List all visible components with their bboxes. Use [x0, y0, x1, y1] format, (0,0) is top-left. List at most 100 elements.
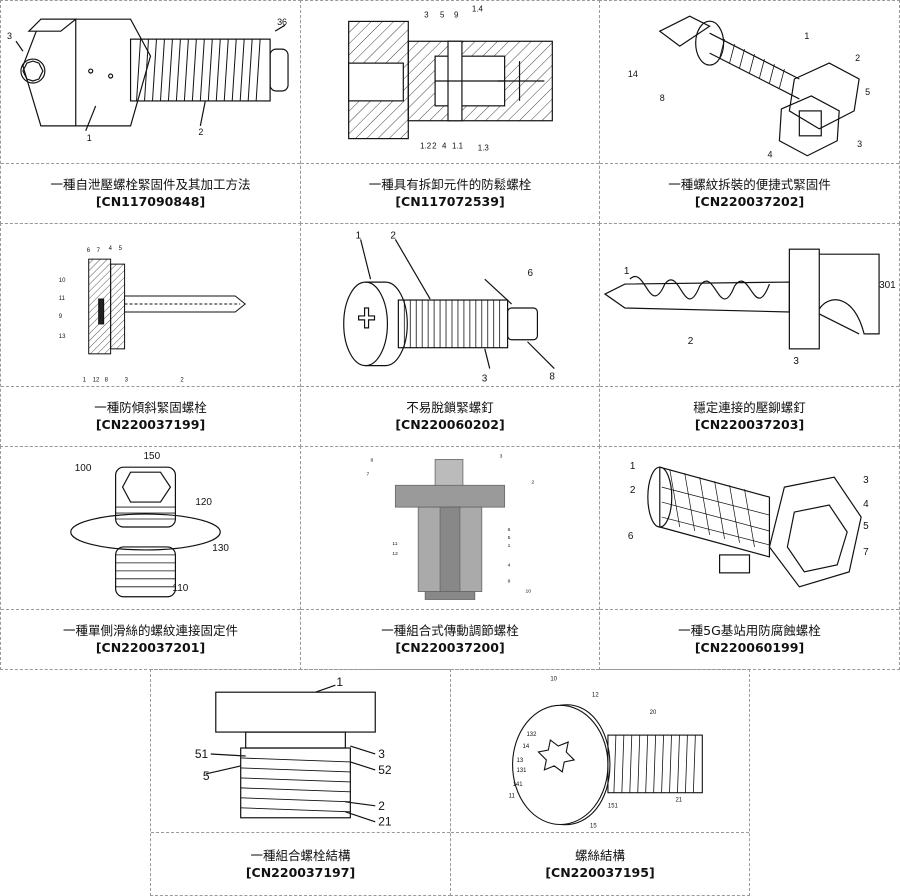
callout-label: 5 — [119, 246, 123, 252]
callout-label: 36 — [277, 17, 287, 27]
patent-figure: 3 5 9 1.4 1.2 2 4 1.1 1.3 — [301, 1, 599, 164]
callout-label: 5 — [508, 535, 511, 541]
callout-label: 11 — [509, 794, 516, 800]
bolt-drawing-single-side: 100 150 120 130 110 — [70, 451, 229, 598]
callout-label: 13 — [517, 758, 524, 764]
patent-number: [CN220037199] — [95, 417, 206, 432]
callout-label: 14 — [523, 744, 530, 750]
callout-label: 7 — [367, 471, 370, 477]
callout-label: 1.1 — [452, 142, 464, 151]
callout-label: 1 — [508, 543, 511, 549]
patent-card-8: 8 7 3 2 11 12 6 5 1 4 9 10 一種組合式傳動調節螺栓 [… — [300, 446, 600, 670]
callout-label: 5 — [440, 10, 445, 19]
callout-label: 130 — [212, 543, 229, 554]
patent-title: 一種組合式傳動調節螺栓 — [381, 623, 519, 638]
patent-card-5: 1 2 6 3 8 不易脫鎖緊螺釘 [CN220060202] — [300, 223, 600, 447]
callout-label: 21 — [378, 815, 392, 829]
callout-label: 52 — [378, 763, 392, 777]
bolt-drawing-pressure-relief: 3 1 2 36 — [7, 17, 289, 143]
patent-title: 一種單側滑絲的螺紋連接固定件 — [62, 623, 238, 638]
callout-label: 2 — [180, 378, 184, 384]
callout-label: 12 — [93, 378, 100, 384]
patent-title: 一種自泄壓螺栓緊固件及其加工方法 — [50, 177, 251, 192]
callout-label: 2 — [688, 336, 694, 347]
patent-title: 一種5G基站用防腐蝕螺栓 — [678, 623, 821, 638]
callout-label: 3 — [378, 747, 385, 761]
bolt-drawing-anti-tilt: 6 7 4 5 10 11 9 13 1 12 8 3 2 — [59, 246, 246, 384]
patent-caption: 一種5G基站用防腐蝕螺栓 [CN220060199] — [600, 609, 899, 669]
callout-label: 4 — [767, 150, 772, 160]
bolt-drawing-5g-anticorrosion: 1 2 3 4 5 6 7 — [628, 461, 869, 588]
patent-figure: 10 12 20 132 14 13 131 141 11 151 15 21 — [451, 670, 749, 833]
callout-label: 9 — [508, 579, 511, 585]
patent-figure: 6 7 4 5 10 11 9 13 1 12 8 3 2 — [1, 224, 300, 387]
callout-label: 141 — [513, 782, 524, 788]
callout-label: 4 — [109, 246, 113, 252]
callout-label: 12 — [392, 551, 398, 557]
callout-label: 6 — [628, 531, 634, 542]
patent-card-7: 100 150 120 130 110 一種單側滑絲的螺紋連接固定件 [CN22… — [0, 446, 301, 670]
callout-label: 3 — [500, 453, 503, 459]
callout-label: 2 — [378, 799, 385, 813]
callout-label: 100 — [75, 463, 92, 474]
callout-label: 3 — [857, 139, 862, 149]
callout-label: 3 — [793, 356, 799, 367]
callout-label: 3 — [125, 378, 129, 384]
callout-label: 1 — [336, 675, 343, 689]
patent-caption: 不易脫鎖緊螺釘 [CN220060202] — [301, 386, 599, 446]
patent-caption: 一種具有拆卸元件的防鬆螺栓 [CN117072539] — [301, 163, 599, 223]
callout-label: 8 — [549, 372, 555, 383]
callout-label: 110 — [172, 583, 188, 594]
callout-label: 5 — [863, 521, 869, 532]
patent-number: [CN220037197] — [245, 864, 356, 880]
callout-label: 8 — [105, 378, 109, 384]
patent-title: 螺絲結構 — [574, 847, 625, 863]
patent-card-11: 10 12 20 132 14 13 131 141 11 151 15 21 … — [450, 669, 750, 896]
patent-number: [CN220060199] — [694, 640, 805, 655]
callout-label: 10 — [59, 278, 66, 284]
callout-label: 301 — [879, 280, 896, 291]
patent-card-6: 1 301 2 3 穩定連接的壓鉚螺釘 [CN220037203] — [599, 223, 900, 447]
callout-label: 4 — [863, 499, 869, 510]
patent-card-9: 1 2 3 4 5 6 7 一種5G基站用防腐蝕螺栓 [CN220060199] — [599, 446, 900, 670]
callout-label: 4 — [508, 563, 511, 569]
callout-label: 120 — [195, 497, 212, 508]
callout-label: 9 — [59, 314, 63, 320]
callout-label: 7 — [97, 248, 101, 254]
patent-caption: 螺絲結構 [CN220037195] — [451, 832, 749, 895]
callout-label: 1 — [804, 31, 809, 41]
callout-label: 9 — [454, 10, 459, 19]
callout-label: 150 — [144, 451, 161, 462]
callout-label: 11 — [59, 296, 66, 302]
patent-number: [CN220037195] — [545, 864, 655, 880]
callout-label: 2 — [390, 230, 396, 241]
patent-number: [CN117090848] — [95, 194, 206, 209]
patent-title: 穩定連接的壓鉚螺釘 — [693, 400, 806, 415]
callout-label: 2 — [432, 142, 437, 151]
callout-label: 1 — [83, 378, 87, 384]
patent-card-3: 1 2 5 3 4 14 8 一種螺紋拆裝的便捷式緊固件 [CN22003720… — [599, 0, 900, 224]
patent-figure: 1 2 5 3 4 14 8 — [600, 1, 899, 164]
screw-drawing-locking: 1 2 6 3 8 — [343, 230, 555, 384]
patent-number: [CN220037203] — [694, 417, 805, 432]
callout-label: 11 — [392, 541, 397, 547]
callout-label: 1 — [87, 133, 92, 143]
callout-label: 10 — [550, 676, 557, 682]
patent-caption: 一種單側滑絲的螺紋連接固定件 [CN220037201] — [1, 609, 300, 669]
patent-caption: 穩定連接的壓鉚螺釘 [CN220037203] — [600, 386, 899, 446]
bolt-drawing-quick-fastener: 1 2 5 3 4 14 8 — [628, 15, 870, 160]
patent-figure: 1 51 5 3 52 2 21 — [151, 670, 450, 833]
patent-title: 一種螺紋拆裝的便捷式緊固件 — [668, 177, 831, 192]
callout-label: 151 — [608, 804, 619, 810]
callout-label: 5 — [865, 87, 870, 97]
callout-label: 10 — [525, 589, 531, 595]
patent-figure: 8 7 3 2 11 12 6 5 1 4 9 10 — [301, 447, 599, 610]
callout-label: 3 — [863, 475, 869, 486]
callout-label: 1 — [624, 266, 630, 277]
patent-figure: 1 2 6 3 8 — [301, 224, 599, 387]
patent-number: [CN220037201] — [95, 640, 206, 655]
patent-figure: 1 301 2 3 — [600, 224, 899, 387]
callout-label: 3 — [424, 10, 429, 19]
bolt-drawing-combined-structure: 1 51 5 3 52 2 21 — [195, 675, 392, 829]
callout-label: 1.2 — [420, 142, 432, 151]
